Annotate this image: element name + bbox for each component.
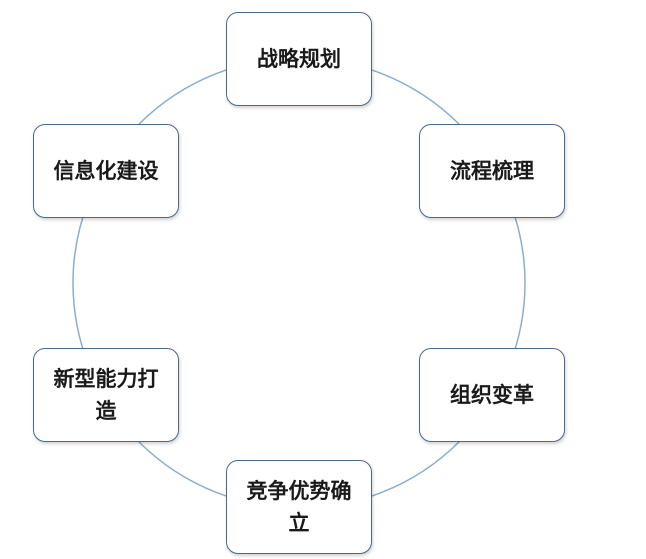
node-label: 流程梳理 [450, 159, 534, 183]
node-process-review: 流程梳理 [419, 124, 565, 218]
node-label: 战略规划 [257, 47, 341, 71]
node-informatization: 信息化建设 [33, 124, 179, 218]
node-strategy-planning: 战略规划 [226, 12, 372, 106]
node-label: 组织变革 [450, 383, 534, 407]
node-label: 新型能力打造 [53, 367, 159, 423]
node-competitive-advantage: 竞争优势确立 [226, 460, 372, 554]
node-organization-change: 组织变革 [419, 348, 565, 442]
node-new-capability: 新型能力打造 [33, 348, 179, 442]
node-label: 信息化建设 [53, 159, 159, 183]
node-label: 竞争优势确立 [246, 479, 352, 535]
